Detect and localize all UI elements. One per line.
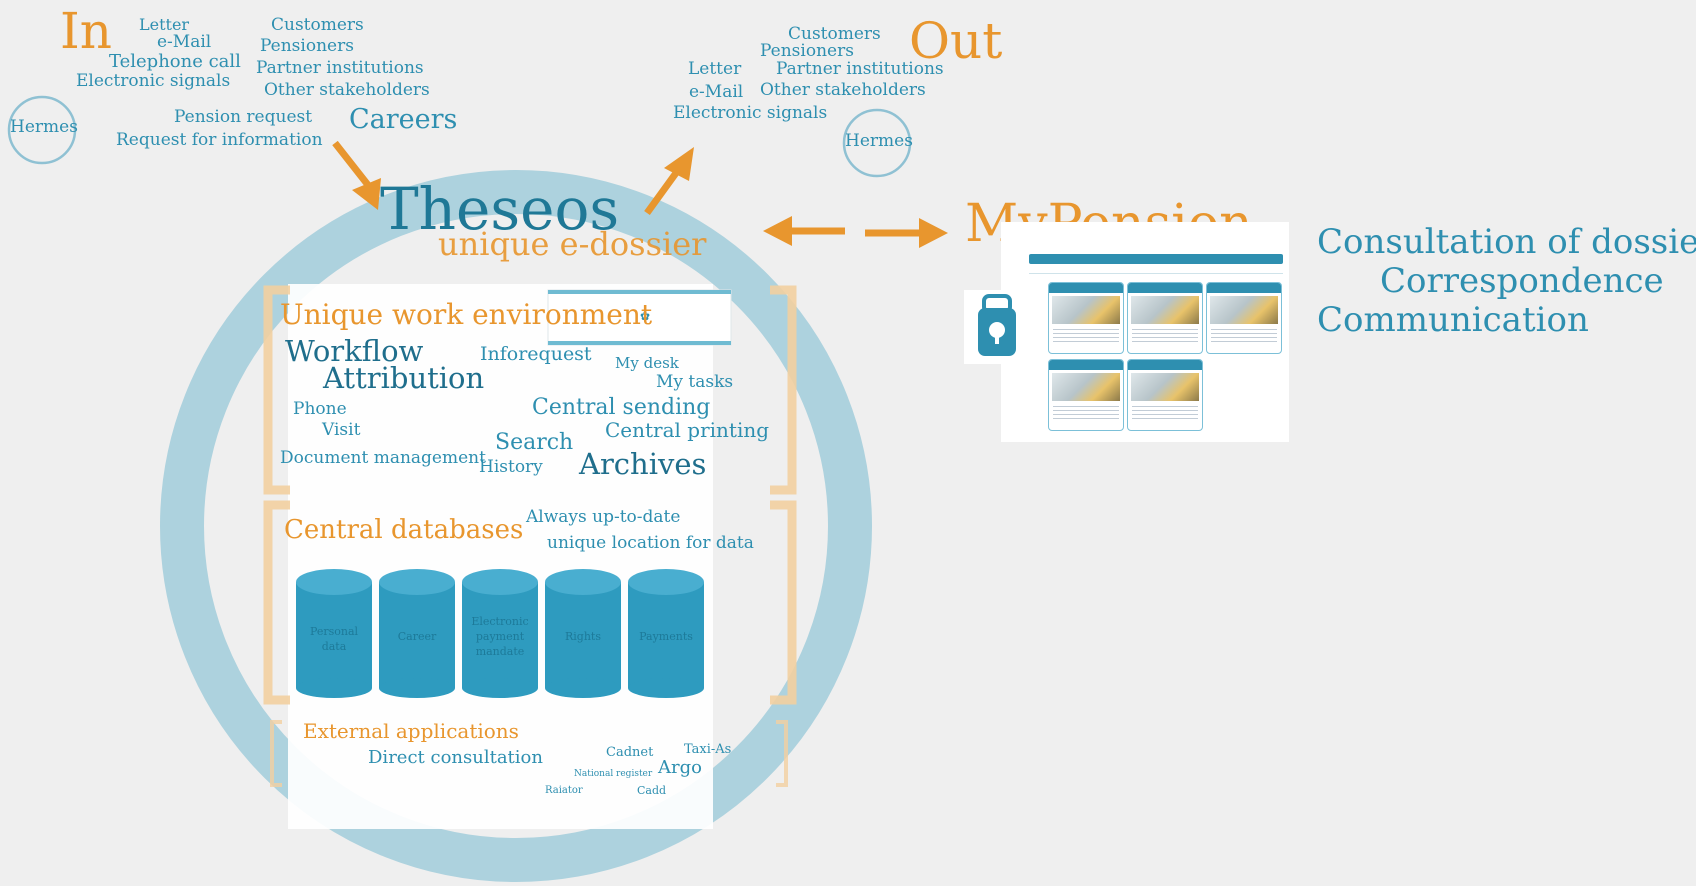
term-document-management: Document management [280, 448, 486, 468]
out-recipient-stakeholders: Other stakeholders [760, 80, 926, 100]
mypension-logo [964, 290, 1026, 364]
db-label-rights: Rights [565, 630, 601, 643]
arrow-bidirectional [763, 216, 948, 248]
term-my-desk: My desk [615, 354, 679, 372]
in-sender-customers: Customers [271, 15, 364, 35]
db-label-personal-data: Personal data [309, 625, 359, 653]
in-channel-electronic: Electronic signals [76, 71, 231, 91]
cylinder-personal-data [296, 569, 372, 698]
thumb-stripe-top [548, 290, 731, 294]
arrow-out [644, 147, 694, 216]
cylinder-payment-mandate [462, 569, 538, 698]
in-sender-partners: Partner institutions [256, 58, 424, 78]
db-label-payments: Payments [639, 630, 693, 643]
theseos-ring [160, 170, 872, 882]
mypension-feature-consultation: Consultation of dossier [1317, 222, 1696, 262]
out-channel-letter: Letter [688, 59, 742, 79]
arrow-in [332, 140, 381, 210]
term-archives: Archives [579, 447, 707, 481]
in-channel-phone: Telephone call [109, 51, 241, 72]
in-sender-stakeholders: Other stakeholders [264, 80, 430, 100]
out-recipient-pensioners: Pensioners [760, 41, 854, 61]
external-app-national-register: National register [574, 769, 653, 779]
external-app-taxi: Taxi-As [684, 742, 732, 757]
term-my-tasks: My tasks [656, 372, 734, 392]
term-inforequest: Inforequest [480, 343, 592, 365]
external-app-raiator: Raiator [545, 785, 583, 796]
term-phone: Phone [293, 399, 347, 419]
mypension-feature-communication: Communication [1317, 300, 1589, 340]
mypension-feature-correspondence: Correspondence [1380, 261, 1664, 301]
external-app-cadd: Cadd [637, 784, 667, 797]
db-label-career: Career [397, 630, 437, 643]
mypension-card [1206, 282, 1282, 354]
external-heading: External applications [303, 719, 519, 743]
mypension-card [1127, 359, 1203, 431]
cylinder-career [379, 569, 455, 698]
mypension-card [1127, 282, 1203, 354]
in-careers: Careers [349, 104, 458, 135]
thumb-logo: ✿ [640, 309, 650, 323]
screenshot-thumb-theseos [547, 289, 732, 346]
out-recipient-partners: Partner institutions [776, 59, 944, 79]
databases-note-uptodate: Always up-to-date [526, 507, 681, 527]
in-info-request: Request for information [116, 130, 323, 150]
db-label-payment-mandate: Electronic payment mandate [471, 615, 529, 658]
hermes-label-in: Hermes [10, 117, 78, 137]
cylinder-rights [545, 569, 621, 698]
in-channel-letter: Letter [139, 15, 190, 34]
mypension-screenshot [1001, 222, 1289, 442]
mypension-card [1048, 359, 1124, 431]
term-search: Search [495, 430, 574, 455]
term-history: History [479, 457, 543, 477]
hermes-label-out: Hermes [845, 131, 913, 151]
thumb-stripe-bottom [548, 341, 731, 345]
database-cylinders [296, 569, 704, 698]
term-visit: Visit [322, 420, 361, 440]
out-recipient-customers: Customers [788, 24, 881, 44]
mypension-bag-icon [978, 294, 1016, 356]
external-app-argo: Argo [658, 757, 702, 778]
content-panel [288, 284, 713, 829]
mypension-navbar [1029, 254, 1283, 264]
cylinder-payments [628, 569, 704, 698]
term-attribution: Attribution [323, 361, 485, 395]
work-env-brackets [263, 285, 797, 495]
in-title: In [60, 2, 112, 60]
databases-note-location: unique location for data [547, 533, 754, 553]
mypension-subbar [1029, 267, 1283, 274]
database-brackets [263, 500, 797, 705]
out-title: Out [909, 12, 1003, 70]
work-env-heading: Unique work environment [280, 298, 653, 331]
external-direct-consultation: Direct consultation [368, 747, 543, 768]
hermes-circle-in [7, 95, 77, 165]
hermes-circle-out [842, 108, 912, 178]
mypension-card [1048, 282, 1124, 354]
out-channel-email: e-Mail [689, 82, 744, 102]
external-brackets [270, 720, 788, 787]
databases-heading: Central databases [284, 515, 524, 545]
out-channel-electronic: Electronic signals [673, 103, 828, 123]
external-app-cadnet: Cadnet [606, 745, 654, 760]
in-sender-pensioners: Pensioners [260, 36, 354, 56]
theseos-subtitle: unique e-dossier [438, 225, 707, 263]
in-channel-email: e-Mail [157, 32, 212, 52]
term-central-sending: Central sending [532, 395, 711, 420]
term-workflow: Workflow [285, 334, 424, 368]
theseos-title: Theseos [380, 175, 620, 243]
term-central-printing: Central printing [605, 418, 770, 442]
in-pension-request: Pension request [174, 107, 313, 127]
